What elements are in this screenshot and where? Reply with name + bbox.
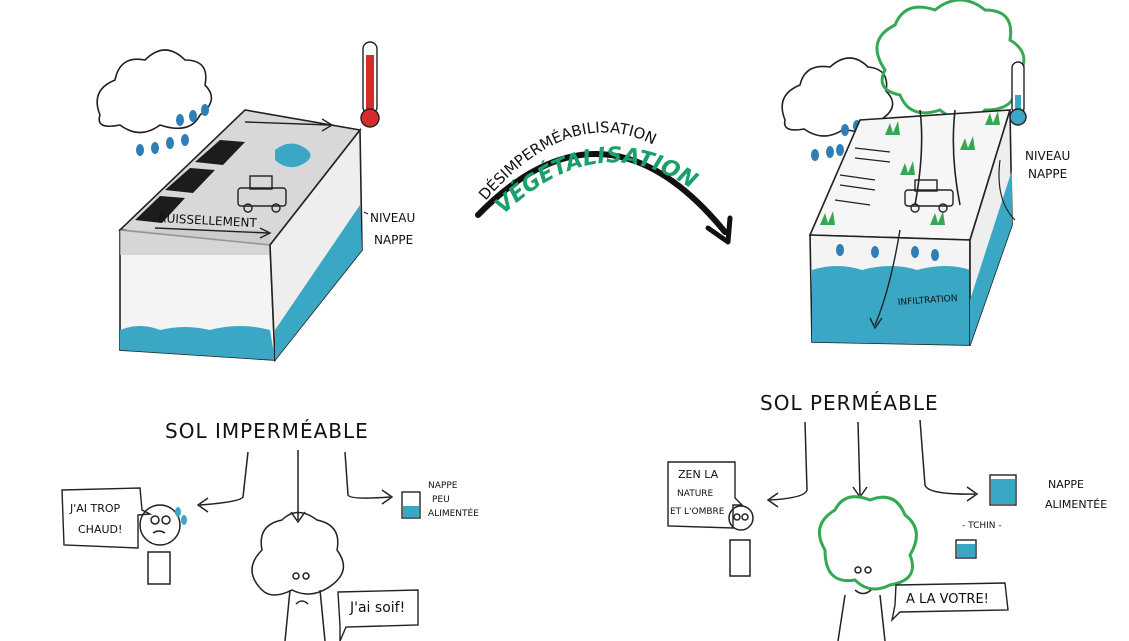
left-rain-drops [136, 104, 209, 156]
left-nappe-line3: ALIMENTÉE [428, 507, 479, 519]
left-arrow-to-nappe [345, 452, 392, 504]
hot-thermometer-icon [361, 42, 379, 127]
right-water-table-line2: NAPPE [1028, 167, 1067, 181]
right-water-table-line1: NIVEAU [1025, 149, 1070, 163]
sweat-drops [175, 507, 187, 525]
right-arrow-to-person [768, 422, 807, 507]
small-glass-icon [956, 540, 976, 558]
left-tree-speech: J'ai soif! [349, 600, 405, 616]
right-nappe-line1: NAPPE [1048, 478, 1084, 491]
right-tree-speech: A LA VOTRE! [906, 592, 989, 607]
transition-arc: DÉSIMPERMÉABILISATION VÉGÉTALISATION [475, 118, 730, 242]
left-person-speech-line1: J'AI TROP [69, 502, 121, 515]
impermeable-scene: RUISSELLEMENT NIVEAU NAPPE [97, 42, 415, 360]
left-water-table-line2: NAPPE [374, 233, 413, 247]
right-person-speech-line1: ZEN LA [678, 468, 719, 481]
right-person-speech-line3: ET L'OMBRE [670, 507, 725, 517]
full-nappe-glass-icon [990, 475, 1016, 505]
tchin-label: - TCHIN - [962, 521, 1002, 531]
right-soil-title: SOL PERMÉABLE [760, 391, 939, 415]
left-water-table-line1: NIVEAU [370, 211, 415, 225]
left-arrow-to-person [198, 452, 248, 512]
left-nappe-line1: NAPPE [428, 481, 458, 491]
left-person-speech-line2: CHAUD! [78, 523, 122, 536]
left-soil-title: SOL IMPERMÉABLE [165, 419, 369, 443]
thirsty-tree [252, 513, 343, 641]
right-front-water [812, 266, 970, 345]
right-arrow-to-nappe [920, 420, 977, 501]
permeable-scene: INFILTRATION NIVEAU NAPPE [782, 0, 1070, 345]
left-person-bubble [62, 488, 150, 548]
happy-tree [819, 497, 916, 641]
impermeable-consequences: SOL IMPERMÉABLE J'AI TROP CHAUD! J'ai so… [62, 419, 479, 641]
low-nappe-glass-icon [402, 492, 420, 518]
hot-person [140, 505, 180, 584]
left-front-water [120, 326, 275, 360]
right-person-speech-line2: NATURE [677, 489, 714, 499]
permeable-consequences: SOL PERMÉABLE ZEN LA NATURE ET L'OMBRE A… [668, 391, 1107, 641]
left-arrow-to-tree [291, 450, 305, 522]
right-arrow-to-tree [853, 422, 867, 497]
big-tree-canopy [877, 0, 1024, 120]
right-nappe-line2: ALIMENTÉE [1045, 498, 1107, 511]
left-nappe-line2: PEU [432, 495, 450, 505]
cool-thermometer-icon [1010, 62, 1026, 125]
